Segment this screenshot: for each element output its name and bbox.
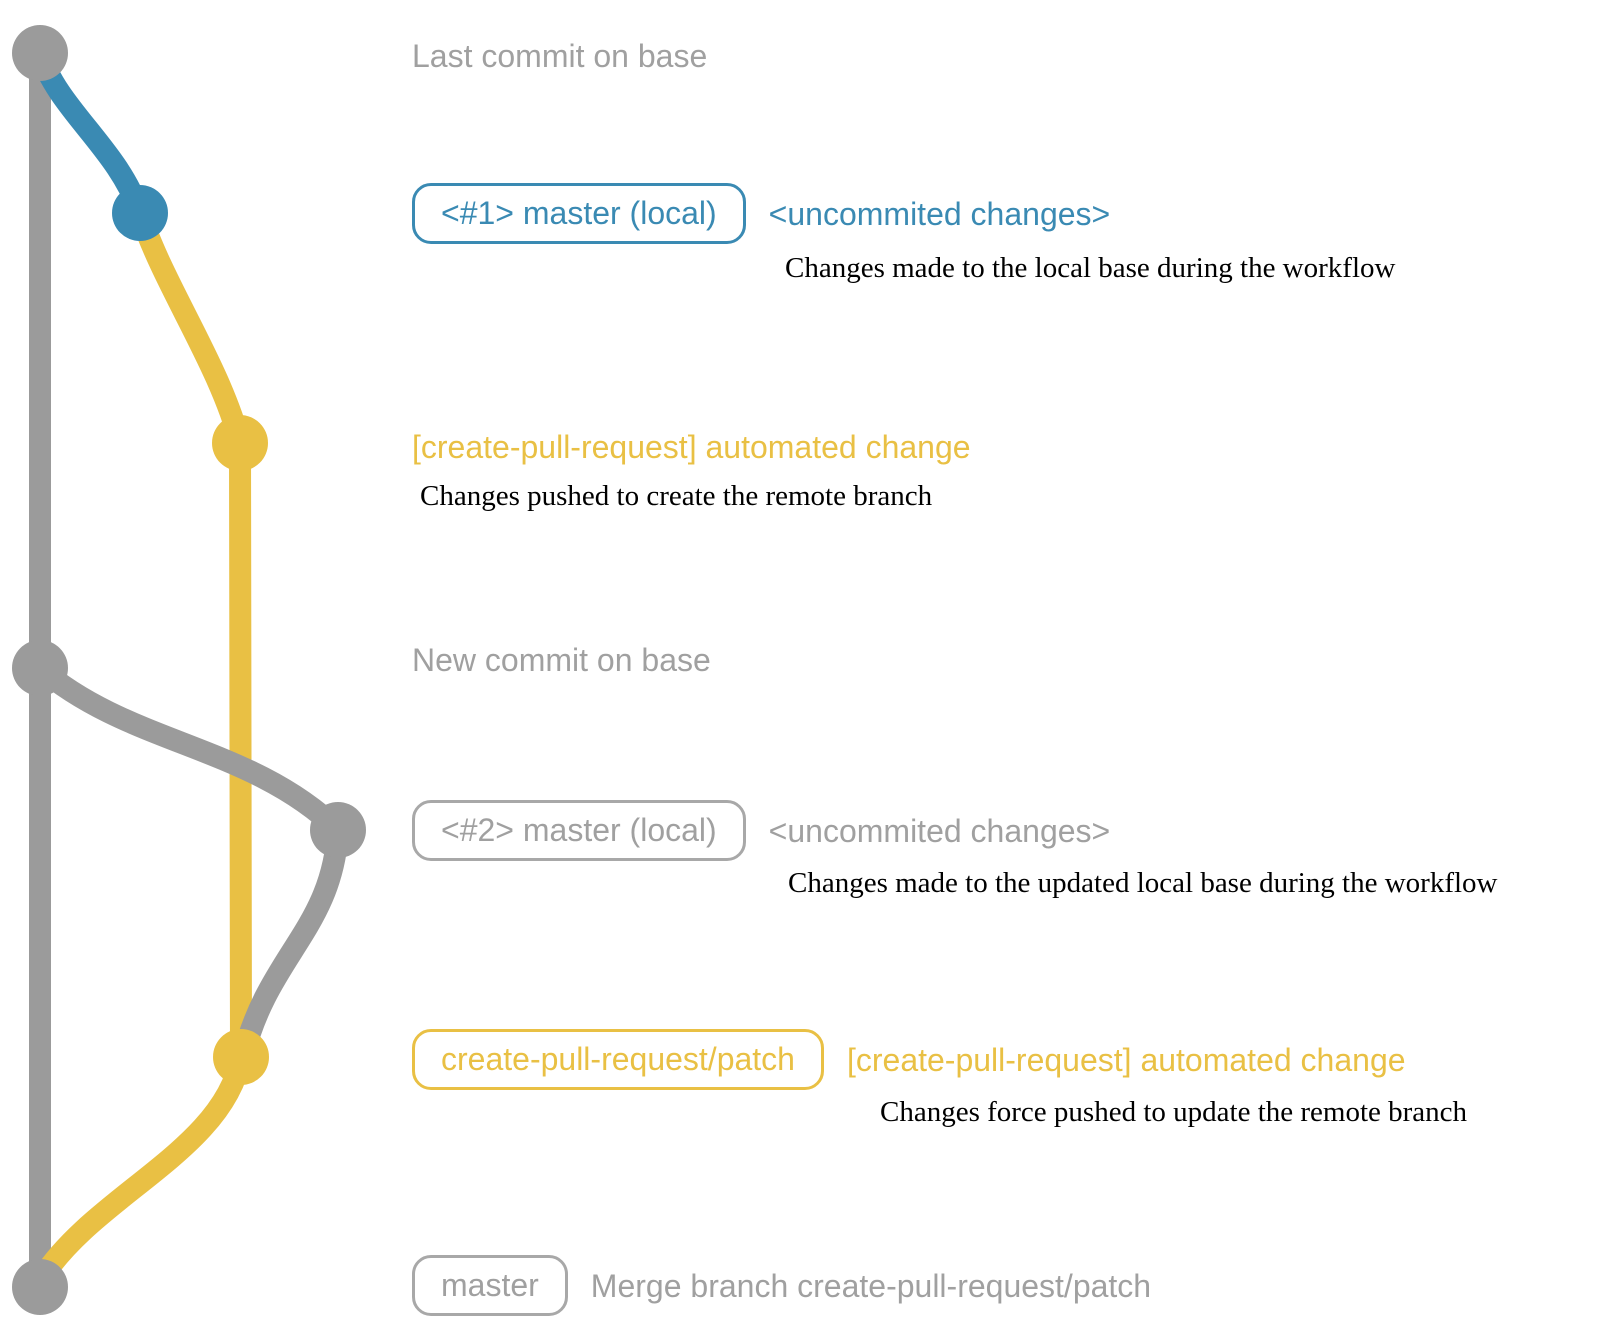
new-commit-on-base-label: New commit on base	[412, 642, 711, 678]
commit-dot-new-commit-on-base	[12, 640, 68, 696]
commit2-message: <uncommited changes>	[768, 812, 1111, 849]
badge-master-local-1: <#1> master (local)	[412, 183, 746, 244]
commit1-row: <#1> master (local) <uncommited changes>	[412, 183, 1110, 244]
badge-master: master	[412, 1255, 568, 1316]
commit-dot-merge-commit	[12, 1259, 68, 1315]
patch-branch-line	[229, 432, 252, 1068]
push2-description: Changes force pushed to update the remot…	[880, 1096, 1468, 1128]
commit-dot-last-commit-on-base	[12, 25, 68, 81]
commit-dot-uncommited-changes-2	[310, 802, 366, 858]
master-to-patch-curve	[129, 202, 251, 454]
merge-message: Merge branch create-pull-request/patch	[590, 1267, 1152, 1304]
commit-dot-uncommited-changes-1	[112, 185, 168, 241]
commit2-description: Changes made to the updated local base d…	[788, 867, 1498, 899]
badge-create-pull-request-patch: create-pull-request/patch	[412, 1029, 824, 1090]
commit-dot-automated-change-2	[213, 1029, 269, 1085]
commit2-to-patch-curve	[232, 819, 349, 1068]
base-to-master-curve	[29, 42, 151, 224]
commit1-description: Changes made to the local base during th…	[785, 252, 1396, 284]
badge-master-local-2: <#2> master (local)	[412, 800, 746, 861]
push2-row: create-pull-request/patch [create-pull-r…	[412, 1029, 1406, 1090]
last-commit-on-base-label: Last commit on base	[412, 38, 708, 74]
commit-dot-automated-change-1	[212, 415, 268, 471]
base-to-commit2-curve	[29, 657, 349, 841]
push2-message: [create-pull-request] automated change	[846, 1041, 1406, 1078]
push1-description: Changes pushed to create the remote bran…	[420, 480, 933, 512]
commit1-message: <uncommited changes>	[768, 195, 1111, 232]
push1-message: [create-pull-request] automated change	[412, 429, 971, 465]
merge-row: master Merge branch create-pull-request/…	[412, 1255, 1151, 1316]
commit2-row: <#2> master (local) <uncommited changes>	[412, 800, 1110, 861]
patch-merge-curve	[31, 1046, 252, 1289]
